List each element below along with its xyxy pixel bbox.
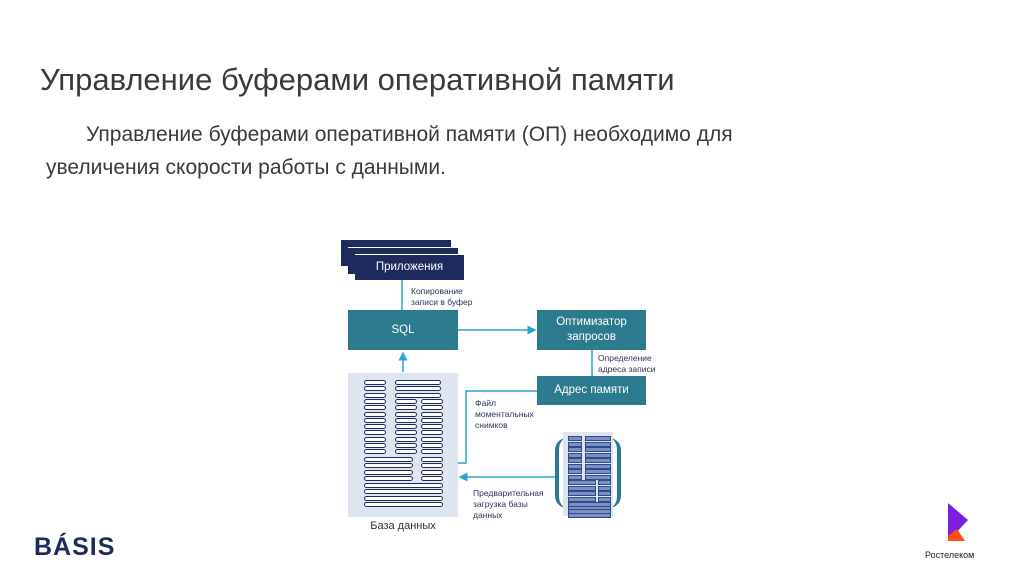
record-stripe [421, 424, 443, 430]
record-stripe [568, 512, 611, 518]
record-stripe [585, 436, 611, 441]
record-stripe [598, 485, 611, 491]
record-stripe [568, 463, 582, 469]
record-stripe [598, 491, 611, 496]
record-stripe [568, 441, 582, 447]
record-stripe [364, 443, 386, 448]
record-stripe [364, 417, 386, 423]
record-stripe [598, 480, 611, 485]
record-stripe [395, 398, 417, 404]
record-stripe [364, 430, 386, 436]
record-stripe [421, 405, 443, 411]
database-panel [348, 373, 458, 517]
record-stripe [421, 398, 443, 404]
record-stripe [395, 392, 441, 398]
record-stripe [395, 411, 417, 417]
record-stripe [364, 386, 386, 392]
record-stripe [585, 474, 611, 480]
record-stripe [568, 469, 582, 474]
record-stripe [568, 474, 582, 480]
record-stripe [421, 449, 443, 455]
record-stripe [364, 483, 443, 488]
record-stripe [421, 417, 443, 423]
memory-address-box: Адрес памяти [537, 376, 646, 405]
record-stripe [421, 430, 443, 436]
database-caption: База данных [370, 520, 436, 532]
record-stripe [395, 430, 417, 436]
rostelecom-name: Ростелеком [925, 550, 975, 560]
record-stripe [421, 443, 443, 448]
body-line-2: увеличения скорости работы с данными. [46, 156, 446, 179]
record-stripe [421, 457, 443, 462]
record-stripe [364, 380, 386, 385]
record-stripe [568, 491, 596, 496]
record-stripe [395, 443, 417, 448]
record-stripe [568, 436, 582, 441]
applications-box: Приложения [355, 254, 465, 280]
record-stripe [395, 417, 417, 423]
record-stripe [395, 436, 417, 442]
record-stripe [364, 392, 386, 398]
slide-title: Управление буферами оперативной памяти [40, 62, 675, 97]
record-stripe [421, 463, 443, 469]
body-line-1: Управление буферами оперативной памяти (… [86, 123, 733, 146]
record-stripe [364, 411, 386, 417]
record-stripe [568, 496, 596, 502]
record-stripe [585, 441, 611, 447]
record-stripe [395, 424, 417, 430]
record-stripe [364, 469, 413, 475]
record-stripe [364, 457, 413, 462]
record-stripe [568, 447, 582, 452]
slide-body: Управление буферами оперативной памяти (… [46, 118, 846, 184]
basis-logo: BÁSIS [34, 533, 116, 561]
record-stripe [585, 458, 611, 463]
sql-box: SQL [348, 310, 458, 350]
record-stripe [395, 449, 417, 455]
record-stripe [364, 424, 386, 430]
record-stripe [421, 436, 443, 442]
record-stripe [568, 452, 582, 458]
record-stripe [364, 501, 443, 507]
record-stripe [364, 463, 413, 469]
record-stripe [364, 436, 386, 442]
record-stripe [364, 405, 386, 411]
record-stripe [568, 458, 582, 463]
record-stripe [421, 475, 443, 481]
record-stripe [421, 411, 443, 417]
record-stripe [585, 452, 611, 458]
record-stripe [364, 495, 443, 501]
record-stripe [364, 475, 413, 481]
record-stripe [585, 463, 611, 469]
record-stripe [568, 480, 596, 485]
record-stripe [364, 489, 443, 495]
record-stripe [395, 405, 417, 411]
record-stripe [421, 469, 443, 475]
record-stripe [364, 398, 386, 404]
record-stripe [585, 447, 611, 452]
record-stripe [568, 485, 596, 491]
record-stripe [598, 496, 611, 502]
rostelecom-logo-icon [948, 503, 968, 541]
record-stripe [395, 386, 441, 392]
record-stripe [395, 380, 441, 385]
record-stripe [585, 469, 611, 474]
database-cylinder-icon [555, 432, 621, 518]
record-stripe [364, 449, 386, 455]
